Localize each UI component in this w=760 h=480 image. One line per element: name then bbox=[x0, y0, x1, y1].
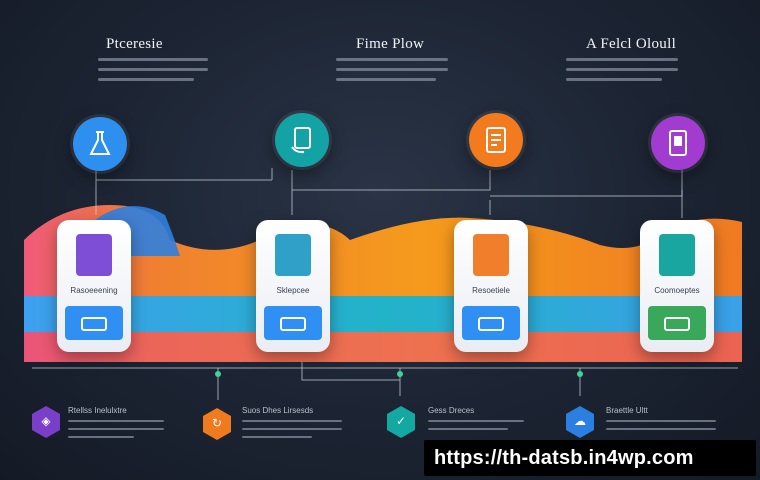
bottom-item-1-text bbox=[68, 436, 134, 438]
card-2-label: Sklepcee bbox=[276, 286, 310, 295]
node-hand-tablet bbox=[275, 113, 329, 167]
card-3-label: Resoetiele bbox=[472, 286, 510, 295]
header-left-subtext bbox=[98, 58, 208, 61]
bottom-item-2-text bbox=[242, 428, 342, 430]
flask-icon bbox=[89, 131, 111, 155]
card-2-button[interactable] bbox=[264, 306, 322, 340]
ribbon-band bbox=[24, 296, 742, 332]
header-right-subtext bbox=[566, 68, 678, 71]
card-4-label: Coomoeptes bbox=[654, 286, 700, 295]
card-4: Coomoeptes bbox=[640, 220, 714, 352]
bottom-item-1-text bbox=[68, 420, 164, 422]
card-2: Sklepcee bbox=[256, 220, 330, 352]
card-1-button[interactable] bbox=[65, 306, 123, 340]
hand-tablet-icon bbox=[291, 127, 311, 154]
bottom-item-3-text bbox=[428, 428, 508, 430]
header-right-subtext bbox=[566, 78, 662, 81]
card-3-button[interactable] bbox=[462, 306, 520, 340]
bottom-item-4-text bbox=[606, 428, 716, 430]
bottom-item-2-text bbox=[242, 436, 312, 438]
check-hex-icon: ✓ bbox=[387, 406, 415, 438]
header-right-subtext bbox=[566, 58, 678, 61]
header-left: Ptceresie bbox=[106, 36, 163, 52]
node-document bbox=[469, 113, 523, 167]
watermark-url: https://th-datsb.in4wp.com bbox=[434, 447, 694, 469]
bottom-item-2-heading: Suos Dhes Lirsesds bbox=[242, 406, 314, 415]
shield-hex-icon: ◈ bbox=[32, 406, 60, 438]
bottom-item-4-text bbox=[606, 420, 716, 422]
header-center-subtext bbox=[336, 68, 448, 71]
bottom-item-1-heading: Rtellss Inelulxtre bbox=[68, 406, 127, 415]
bottom-item-2-text bbox=[242, 420, 342, 422]
bottom-item-1-text bbox=[68, 428, 164, 430]
bottom-item-4-heading: Braettle Ultt bbox=[606, 406, 648, 415]
header-center-subtext bbox=[336, 58, 448, 61]
document-icon bbox=[486, 127, 506, 153]
card-3: Resoetiele bbox=[454, 220, 528, 352]
card-1-label: Rasoeeening bbox=[70, 286, 118, 295]
header-left-subtext bbox=[98, 68, 208, 71]
refresh-hex-icon: ↻ bbox=[203, 408, 231, 440]
card-4-icon bbox=[659, 234, 695, 276]
tablet-icon bbox=[669, 130, 687, 156]
card-1: Rasoeeening bbox=[57, 220, 131, 352]
header-center-subtext bbox=[336, 78, 436, 81]
bottom-item-3-text bbox=[428, 420, 524, 422]
cloud-hex-icon: ☁ bbox=[566, 406, 594, 438]
card-1-icon bbox=[76, 234, 112, 276]
bottom-item-3-heading: Gess Dreces bbox=[428, 406, 475, 415]
header-right: A Felcl Oloull bbox=[586, 36, 677, 52]
ribbon-base bbox=[24, 332, 742, 362]
header-center: Fime Plow bbox=[356, 36, 425, 52]
card-4-button[interactable] bbox=[648, 306, 706, 340]
card-2-icon bbox=[275, 234, 311, 276]
watermark-bar: https://th-datsb.in4wp.com bbox=[424, 440, 756, 476]
node-tablet bbox=[651, 116, 705, 170]
node-flask bbox=[73, 117, 127, 171]
header-left-subtext bbox=[98, 78, 194, 81]
card-3-icon bbox=[473, 234, 509, 276]
